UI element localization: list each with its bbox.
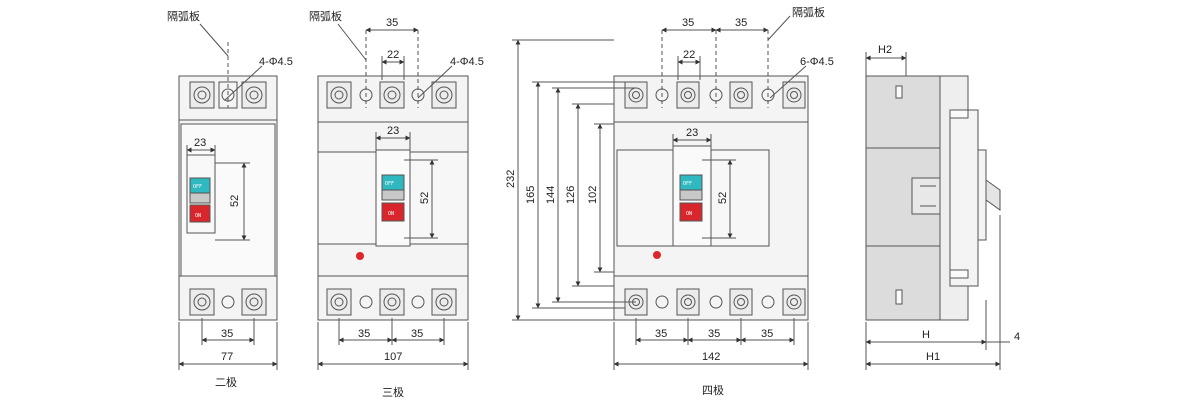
two-pole-text: OFF ON 23 52 35 77 隔弧板 4-Φ4.5 二极: [167, 9, 293, 389]
two-pole-on-label: ON: [195, 213, 201, 219]
three-pole-top-terminals: [326, 81, 457, 109]
three-pole-indicator: [356, 252, 364, 260]
side-dim-4: 4: [1014, 331, 1020, 343]
two-pole-off-label: OFF: [193, 184, 202, 190]
four-pole-on-button: [679, 202, 703, 222]
two-pole-dim-pitch: 35: [221, 328, 233, 340]
three-pole-dim-handle-width: 23: [387, 125, 399, 137]
four-pole-on-label: ON: [686, 211, 692, 217]
two-pole-view: [178, 23, 278, 370]
three-pole-view: [317, 23, 469, 370]
four-pole-dim-pitch-1: 35: [655, 328, 667, 340]
four-pole-dim-barrier-gap: 22: [683, 49, 695, 61]
three-pole-hole-label: 4-Φ4.5: [450, 56, 484, 68]
four-pole-off-label: OFF: [683, 181, 692, 187]
four-pole-dim-barrier-pitch-2: 35: [735, 17, 747, 29]
side-dim-h: H: [922, 329, 930, 341]
three-pole-dim-handle-height: 52: [419, 192, 431, 204]
four-pole-view: [512, 15, 809, 370]
four-pole-dim-handle-width: 23: [686, 127, 698, 139]
two-pole-on-button: [189, 204, 211, 223]
three-pole-caption: 三极: [382, 385, 404, 399]
four-pole-indicator: [653, 251, 661, 259]
side-dim-h1: H1: [926, 351, 940, 363]
two-pole-barrier-label: 隔弧板: [167, 9, 200, 23]
four-pole-bottom-terminals: [624, 288, 806, 316]
four-pole-dim-144: 144: [545, 186, 557, 204]
four-pole-text: OFF ON 35 35 22 23 52 232 165 144 126 10…: [505, 5, 834, 397]
four-pole-dim-width: 142: [702, 351, 720, 363]
two-pole-top-terminals: [189, 81, 267, 109]
two-pole-dim-handle-height: 52: [229, 195, 241, 207]
three-pole-text: OFF ON 35 22 23 52 35 35 107 隔弧板 4-Φ4.5 …: [309, 9, 484, 399]
four-pole-dim-barrier-pitch-1: 35: [682, 17, 694, 29]
four-pole-hole-label: 6-Φ4.5: [800, 56, 834, 68]
side-dim-h2: H2: [878, 44, 892, 56]
four-pole-dim-126: 126: [565, 186, 577, 204]
three-pole-dim-pitch-1: 35: [358, 328, 370, 340]
two-pole-hole-label: 4-Φ4.5: [259, 56, 293, 68]
three-pole-on-label: ON: [388, 211, 394, 217]
two-pole-bottom-terminals: [189, 288, 267, 316]
three-pole-dim-pitch-2: 35: [411, 328, 423, 340]
three-pole-on-button: [381, 202, 405, 222]
four-pole-dim-pitch-3: 35: [761, 328, 773, 340]
four-pole-barrier-label: 隔弧板: [792, 5, 825, 19]
two-pole-caption: 二极: [215, 375, 237, 389]
three-pole-bottom-terminals: [326, 288, 457, 316]
four-pole-caption: 四极: [702, 383, 724, 397]
three-pole-barrier-label: 隔弧板: [309, 9, 342, 23]
side-view: [865, 52, 1010, 370]
four-pole-dim-232: 232: [505, 170, 517, 188]
two-pole-dim-width: 77: [221, 351, 233, 363]
four-pole-dim-102: 102: [587, 186, 599, 204]
four-pole-dim-165: 165: [525, 186, 537, 204]
three-pole-dim-width: 107: [384, 351, 402, 363]
side-view-text: H2 H H1 4: [878, 44, 1020, 363]
three-pole-dim-barrier-pitch: 35: [386, 17, 398, 29]
two-pole-dim-handle-width: 23: [194, 137, 206, 149]
three-pole-off-label: OFF: [385, 181, 394, 187]
four-pole-dim-handle-height: 52: [717, 192, 729, 204]
three-pole-dim-barrier-gap: 22: [387, 49, 399, 61]
four-pole-dim-pitch-2: 35: [708, 328, 720, 340]
